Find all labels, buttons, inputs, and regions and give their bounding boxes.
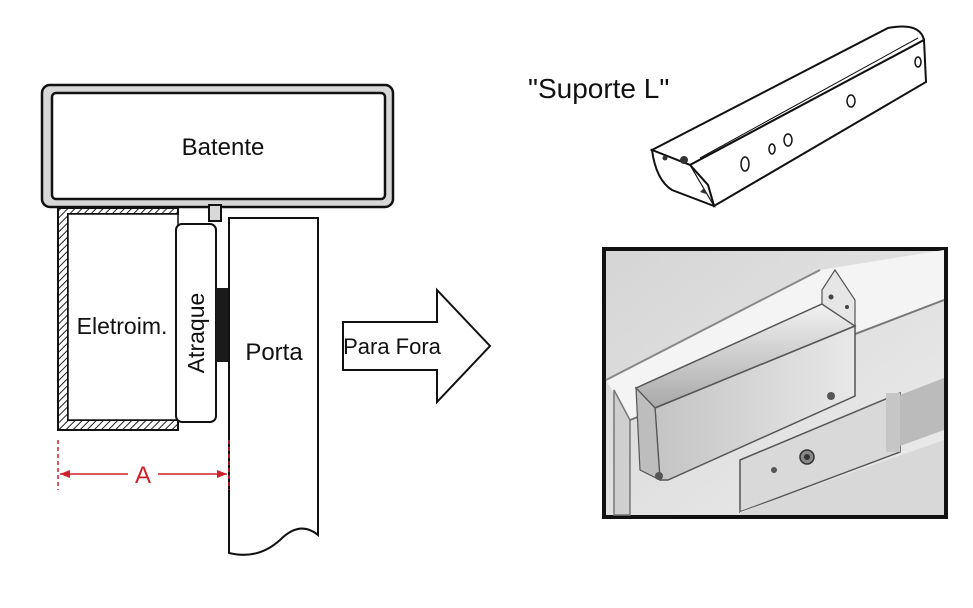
installed-photo [602,247,948,519]
frame-label: Batente [182,134,265,161]
dimension-a: A [57,440,230,490]
l-bracket-drawing [649,25,928,208]
strike-plate-section: Atraque [175,223,229,423]
frame-section: Batente [40,83,395,222]
direction-arrow: Para Fora [342,287,492,405]
strike-plate-label: Atraque [183,293,209,374]
electromagnet-label: Eletroim. [77,313,168,339]
door-label: Porta [245,339,303,366]
dimension-label: A [135,462,151,489]
door-section: Porta [228,217,319,556]
bracket-title: "Suporte L" [528,73,669,104]
electromagnet-section: Eletroim. [57,207,179,431]
direction-arrow-label: Para Fora [343,334,442,359]
